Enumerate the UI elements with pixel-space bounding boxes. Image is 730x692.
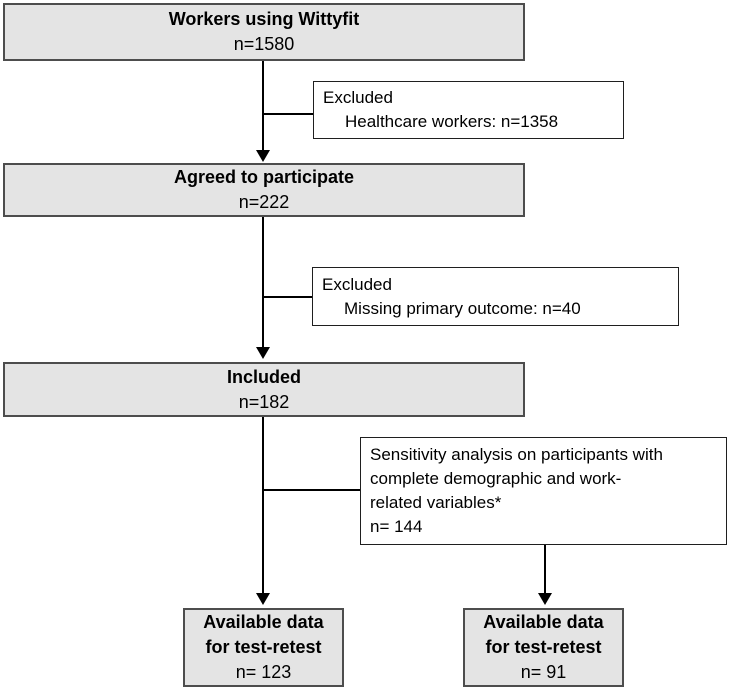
- sensitivity-line2: complete demographic and work-: [370, 469, 622, 488]
- workers-box-count: n=1580: [233, 34, 295, 54]
- excluded-missing-heading: Excluded: [322, 274, 392, 294]
- connector-included-to-retest-left: [262, 417, 264, 595]
- excluded-missing-outcome-box: Excluded Missing primary outcome: n=40: [312, 267, 679, 326]
- arrow-down-icon: [256, 150, 270, 162]
- connector-workers-to-agreed: [262, 61, 264, 152]
- retest-left-count: n= 123: [235, 662, 292, 682]
- connector-branch-excluded-healthcare: [263, 113, 313, 115]
- excluded-missing-detail: Missing primary outcome: n=40: [344, 298, 581, 318]
- arrow-down-icon: [538, 593, 552, 605]
- agreed-box-count: n=222: [238, 192, 290, 212]
- included-box: Included n=182: [3, 362, 525, 417]
- retest-left-title-line2: for test-retest: [205, 637, 322, 657]
- excluded-healthcare-detail: Healthcare workers: n=1358: [345, 112, 559, 131]
- retest-left-title-line1: Available data: [203, 612, 324, 632]
- retest-right-count: n= 91: [520, 662, 567, 682]
- available-data-test-retest-right-box: Available data for test-retest n= 91: [463, 608, 624, 687]
- workers-box-title: Workers using Wittyfit: [168, 9, 360, 29]
- sensitivity-count: n= 144: [370, 517, 423, 536]
- arrow-down-icon: [256, 593, 270, 605]
- connector-branch-sensitivity: [263, 489, 360, 491]
- retest-right-title-line2: for test-retest: [485, 637, 602, 657]
- agreed-box-title: Agreed to participate: [173, 167, 355, 187]
- agreed-to-participate-box: Agreed to participate n=222: [3, 163, 525, 217]
- arrow-down-icon: [256, 347, 270, 359]
- connector-branch-excluded-missing: [263, 296, 312, 298]
- workers-box: Workers using Wittyfit n=1580: [3, 3, 525, 61]
- excluded-healthcare-box: Excluded Healthcare workers: n=1358: [313, 81, 624, 139]
- connector-sensitivity-to-retest-right: [544, 545, 546, 595]
- sensitivity-line3: related variables*: [370, 493, 502, 512]
- included-box-title: Included: [226, 366, 301, 387]
- excluded-healthcare-heading: Excluded: [323, 88, 393, 107]
- available-data-test-retest-left-box: Available data for test-retest n= 123: [183, 608, 344, 687]
- connector-agreed-to-included: [262, 217, 264, 349]
- included-box-count: n=182: [238, 391, 290, 412]
- sensitivity-line1: Sensitivity analysis on participants wit…: [370, 445, 663, 464]
- retest-right-title-line1: Available data: [483, 612, 604, 632]
- sensitivity-analysis-box: Sensitivity analysis on participants wit…: [360, 437, 727, 545]
